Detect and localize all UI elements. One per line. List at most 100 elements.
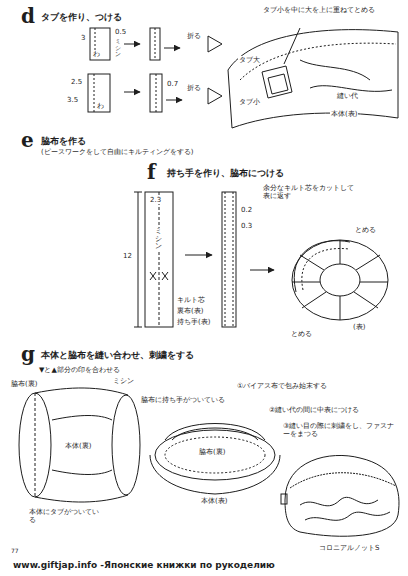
- instruction-note: ③縫い目の際に刺繍をし、ファスナーをまつる: [282, 422, 402, 438]
- dimension: 0.7: [166, 80, 179, 88]
- stitch-name: コロニアルノットS: [318, 544, 380, 552]
- section-heading: 脇布を作る: [40, 136, 87, 146]
- stitch-line: [225, 192, 226, 327]
- part-label: タブ小: [238, 98, 261, 106]
- tab-small: [268, 74, 288, 94]
- part-note: 脇布に持ち手がついている: [140, 396, 226, 404]
- section-letter: e: [20, 130, 35, 150]
- finished-pouch: [285, 455, 399, 536]
- part-label: 脇布(裏): [198, 448, 226, 456]
- leader-line: [284, 28, 300, 64]
- body-fold: [52, 416, 112, 475]
- tab-folded: [150, 74, 162, 112]
- part-note: 本体にタブがついている: [28, 508, 102, 524]
- instruction-note: 余分なキルト芯をカットして表に返す: [262, 184, 356, 200]
- dimension: 12: [122, 252, 133, 260]
- quilting-line: [300, 60, 392, 91]
- stitch-note: ミシン: [154, 228, 163, 251]
- step-arrow: [164, 48, 180, 49]
- handle-finished: [222, 192, 236, 327]
- tab-folded-point: [208, 88, 222, 104]
- stitch-line: [155, 28, 156, 60]
- instruction-note: ①バイアス布で包み始末する: [236, 382, 328, 390]
- tab-small-piece: [88, 74, 110, 112]
- instruction-note: ②縫い代の間に中表につける: [268, 406, 360, 414]
- part-label: 本体(表): [330, 110, 358, 118]
- step-note: 折る: [186, 84, 202, 92]
- stitch-note: ミシン: [114, 38, 122, 58]
- section-heading: 持ち手を作り、脇布につける: [166, 168, 285, 178]
- side-panel: [292, 240, 388, 320]
- handle-band-stitch: [302, 248, 349, 290]
- bag-body-outline: [35, 388, 128, 502]
- part-label: (表): [352, 323, 366, 331]
- tab-folded-point: [208, 36, 222, 52]
- fold-line: [159, 192, 160, 327]
- stitch-line: [233, 192, 234, 327]
- dimension: 2.5: [70, 78, 83, 86]
- bag-body-panel: [228, 30, 398, 128]
- tab-large: [262, 66, 292, 98]
- watermark: www.giftjap.info -Японские книжки по рук…: [12, 560, 276, 570]
- part-label: タブ大: [238, 56, 261, 64]
- page-number: 77: [10, 548, 20, 555]
- bag-body-edge: [150, 455, 280, 494]
- step-arrow: [250, 270, 274, 271]
- stitch-line: [94, 74, 95, 112]
- side-panel: [155, 430, 275, 480]
- quilting-line: [292, 240, 388, 320]
- handle-strip: [145, 192, 173, 327]
- part-label: 裏布(表): [176, 307, 204, 315]
- dimension-tick: [134, 327, 142, 328]
- step-arrow: [185, 255, 212, 256]
- instruction-note: (ピースワークをして自由にキルティングをする): [40, 148, 194, 156]
- quilting-line: [240, 43, 396, 80]
- stitch-line: [156, 74, 157, 112]
- step-note: 折る: [186, 32, 202, 40]
- tab-folded: [150, 28, 160, 60]
- instruction-note: タブ小を中に大を上に重ねてとめる: [262, 6, 376, 14]
- part-label: 脇布(裏): [10, 380, 38, 388]
- dimension-tick: [134, 192, 142, 193]
- section-heading: 本体と脇布を縫い合わせ、刺繍をする: [40, 350, 195, 360]
- zipper-line: [35, 393, 36, 497]
- dimension: 2.3: [149, 196, 162, 204]
- section-letter: d: [20, 6, 36, 26]
- cross-mark: [150, 272, 168, 280]
- dimension: 0.3: [240, 222, 253, 230]
- fold-mark: わ: [96, 102, 105, 110]
- part-label: 本体(裏): [64, 442, 92, 450]
- step-arrow: [166, 100, 182, 101]
- part-label: 本体(表): [200, 497, 228, 505]
- section-heading: タブを作り、つける: [40, 12, 123, 22]
- step-arrow: [124, 92, 140, 93]
- step-arrow: [124, 44, 140, 45]
- handle-band: [172, 428, 258, 440]
- handle-band: [165, 424, 265, 441]
- side-panel-center: [320, 264, 360, 296]
- dimension: 0.5: [114, 28, 127, 36]
- side-panel: [112, 395, 140, 495]
- dimension: 3.5: [66, 96, 79, 104]
- side-panel: [19, 393, 51, 497]
- zipper-pull: [281, 494, 287, 504]
- dimension: 0.2: [240, 206, 253, 214]
- step-note: とめる: [290, 330, 313, 338]
- instruction-note: ▼と▲部分の印を合わせる: [38, 366, 121, 374]
- zipper-line: [290, 473, 396, 488]
- part-label: 縫い代: [336, 92, 359, 100]
- embroidery-line: [300, 497, 390, 520]
- part-label: 持ち手(表): [176, 318, 211, 326]
- dimension-line: [138, 192, 139, 327]
- handle-band: [294, 241, 350, 292]
- section-letter: f: [146, 162, 157, 182]
- fold-mark: わ: [92, 50, 101, 58]
- stitch-note: ミシン: [112, 377, 135, 385]
- tab-large-piece: [90, 28, 110, 60]
- part-label: キルト芯: [176, 296, 206, 304]
- section-letter: g: [20, 344, 36, 364]
- dimension: 3: [80, 34, 86, 42]
- seam-line: [165, 437, 265, 473]
